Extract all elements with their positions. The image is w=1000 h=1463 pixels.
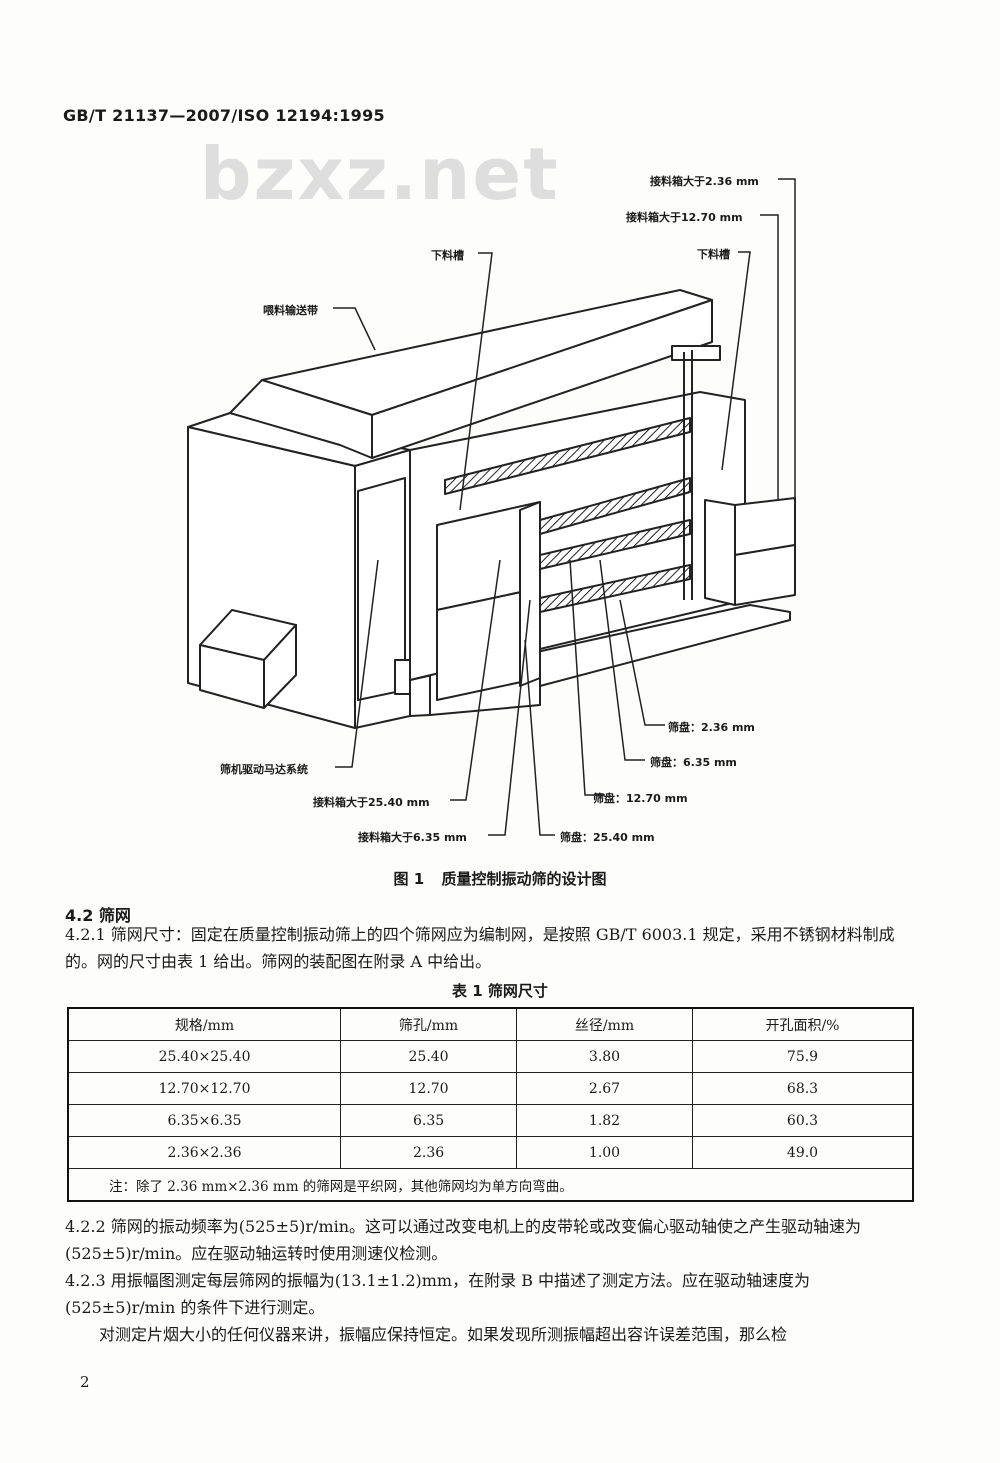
cell: 1.00 bbox=[516, 1136, 693, 1169]
label-receiver-236: 接料箱大于2.36 mm bbox=[650, 175, 759, 188]
col-header: 开孔面积/% bbox=[691, 1007, 914, 1041]
section-heading: 4.2 筛网 bbox=[65, 906, 131, 925]
label-tray-236: 筛盘：2.36 mm bbox=[668, 721, 755, 734]
cell: 3.80 bbox=[516, 1040, 693, 1073]
cell: 12.70 bbox=[340, 1072, 518, 1105]
vibrating-screen-diagram bbox=[187, 178, 796, 836]
cell: 6.35×6.35 bbox=[67, 1104, 342, 1137]
table-note: 注：除了 2.36 mm×2.36 mm 的筛网是平织网，其他筛网均为单方向弯曲… bbox=[67, 1168, 914, 1202]
cell: 25.40×25.40 bbox=[67, 1040, 342, 1073]
page-number: 2 bbox=[80, 1373, 90, 1391]
cell: 1.82 bbox=[516, 1104, 693, 1137]
label-motor-system: 筛机驱动马达系统 bbox=[220, 763, 308, 776]
label-chute-right: 下料槽 bbox=[697, 248, 730, 261]
cell: 2.67 bbox=[516, 1072, 693, 1105]
label-receiver-635: 接料箱大于6.35 mm bbox=[358, 831, 467, 844]
label-receiver-1270: 接料箱大于12.70 mm bbox=[626, 211, 743, 224]
table-title: 表 1 筛网尺寸 bbox=[452, 982, 548, 1000]
col-header: 筛孔/mm bbox=[340, 1007, 518, 1041]
cell: 2.36×2.36 bbox=[67, 1136, 342, 1169]
cell: 68.3 bbox=[691, 1072, 914, 1105]
col-header: 规格/mm bbox=[67, 1007, 342, 1041]
cell: 60.3 bbox=[691, 1104, 914, 1137]
label-chute-left: 下料槽 bbox=[431, 249, 464, 262]
table-row: 12.70×12.70 12.70 2.67 68.3 bbox=[67, 1072, 914, 1105]
paragraph-4-2-2: 4.2.2 筛网的振动频率为(525±5)r/min。这可以通过改变电机上的皮带… bbox=[65, 1217, 862, 1263]
label-tray-2540: 筛盘：25.40 mm bbox=[560, 831, 655, 844]
label-tray-635: 筛盘：6.35 mm bbox=[650, 756, 737, 769]
standard-header: GB/T 21137—2007/ISO 12194:1995 bbox=[63, 106, 385, 125]
cell: 75.9 bbox=[691, 1040, 914, 1073]
cell: 49.0 bbox=[691, 1136, 914, 1169]
label-receiver-2540: 接料箱大于25.40 mm bbox=[313, 796, 430, 809]
figure-title: 质量控制振动筛的设计图 bbox=[441, 870, 607, 888]
figure-number: 图 1 bbox=[393, 870, 425, 888]
paragraph-4-2-3: 4.2.3 用振幅图测定每层筛网的振幅为(13.1±1.2)mm，在附录 B 中… bbox=[65, 1271, 811, 1317]
paragraph-continued: 对测定片烟大小的任何仪器来讲，振幅应保持恒定。如果发现所测振幅超出容许误差范围，… bbox=[99, 1325, 788, 1344]
cell: 6.35 bbox=[340, 1104, 518, 1137]
col-header: 丝径/mm bbox=[516, 1007, 693, 1041]
cell: 25.40 bbox=[340, 1040, 518, 1073]
paragraph-4-2-1: 4.2.1 筛网尺寸：固定在质量控制振动筛上的四个筛网应为编制网，是按照 GB/… bbox=[65, 925, 895, 971]
table-row: 2.36×2.36 2.36 1.00 49.0 bbox=[67, 1136, 914, 1169]
table-note-row: 注：除了 2.36 mm×2.36 mm 的筛网是平织网，其他筛网均为单方向弯曲… bbox=[67, 1168, 914, 1202]
label-feed-conveyor: 喂料输送带 bbox=[263, 304, 318, 317]
cell: 12.70×12.70 bbox=[67, 1072, 342, 1105]
table-header-row: 规格/mm 筛孔/mm 丝径/mm 开孔面积/% bbox=[67, 1007, 914, 1041]
table-row: 6.35×6.35 6.35 1.82 60.3 bbox=[67, 1104, 914, 1137]
label-tray-1270: 筛盘：12.70 mm bbox=[593, 792, 688, 805]
watermark: bzxz.net bbox=[200, 132, 560, 216]
cell: 2.36 bbox=[340, 1136, 518, 1169]
mesh-size-table: 规格/mm 筛孔/mm 丝径/mm 开孔面积/% 25.40×25.40 25.… bbox=[67, 1007, 914, 1202]
figure-caption: 图 1 质量控制振动筛的设计图 bbox=[0, 868, 1000, 889]
table-row: 25.40×25.40 25.40 3.80 75.9 bbox=[67, 1040, 914, 1073]
